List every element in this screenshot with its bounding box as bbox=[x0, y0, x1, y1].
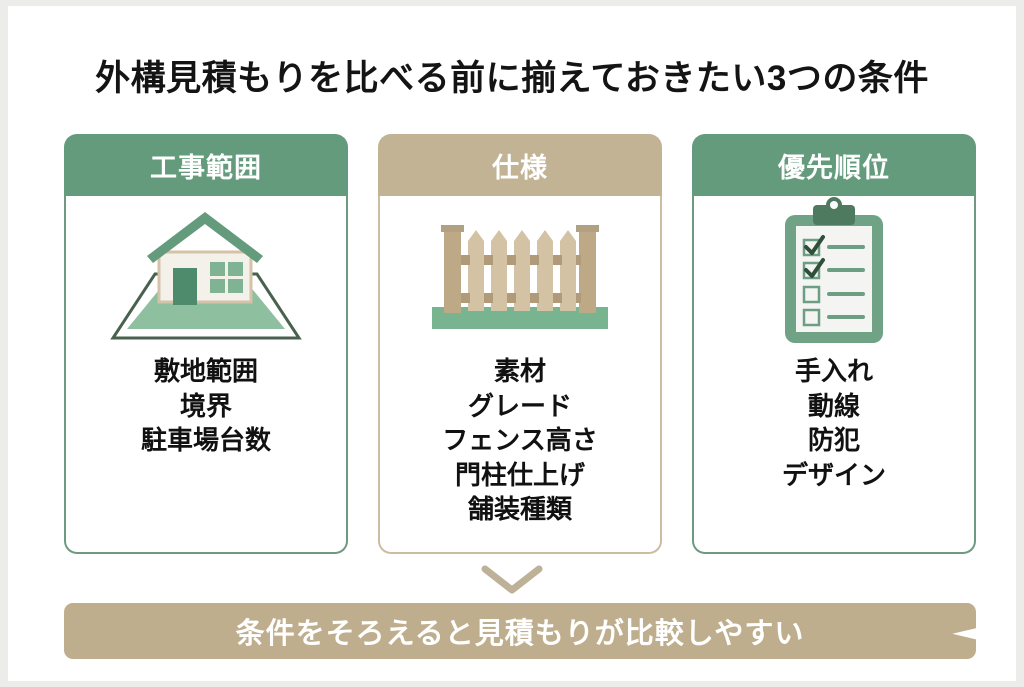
card-line: グレード bbox=[467, 390, 572, 421]
card-line: 駐車場台数 bbox=[140, 425, 271, 456]
summary-banner: 条件をそろえると見積もりが比較しやすい bbox=[64, 603, 976, 659]
card-body-priority: 手入れ 動線 防犯 デザイン bbox=[692, 196, 976, 554]
card-header-construction-scope: 工事範囲 bbox=[64, 134, 348, 196]
card-lines-priority: 手入れ 動線 防犯 デザイン bbox=[776, 354, 892, 492]
page-title: 外構見積もりを比べる前に揃えておきたい3つの条件 bbox=[95, 59, 929, 98]
card-body-specification: 素材 グレード フェンス高さ 門柱仕上げ 舗装種類 bbox=[378, 196, 662, 554]
card-line: 舗装種類 bbox=[467, 494, 572, 525]
card-line: 動線 bbox=[807, 390, 860, 421]
card-line: 門柱仕上げ bbox=[454, 459, 585, 490]
chevron-down-icon bbox=[481, 565, 543, 594]
condition-cards-row: 工事範囲 bbox=[64, 134, 976, 554]
card-body-construction-scope: 敷地範囲 境界 駐車場台数 bbox=[64, 196, 348, 554]
card-line: 敷地範囲 bbox=[153, 356, 258, 386]
card-line: 手入れ bbox=[794, 356, 873, 386]
card-line: 素材 bbox=[493, 356, 546, 386]
card-line: 防犯 bbox=[807, 425, 860, 456]
card-header-specification: 仕様 bbox=[378, 134, 662, 196]
card-header-priority: 優先順位 bbox=[692, 134, 976, 196]
picket-fence-icon bbox=[380, 196, 660, 354]
card-lines-specification: 素材 グレード フェンス高さ 門柱仕上げ 舗装種類 bbox=[436, 354, 603, 527]
card-line: 境界 bbox=[179, 390, 232, 421]
card-priority: 優先順位 bbox=[692, 134, 976, 554]
chevron-down-container bbox=[8, 562, 1016, 596]
card-construction-scope: 工事範囲 bbox=[64, 134, 348, 554]
house-on-lot-icon bbox=[66, 196, 346, 354]
card-line: デザイン bbox=[781, 459, 886, 490]
card-line: フェンス高さ bbox=[442, 425, 598, 456]
card-specification: 仕様 bbox=[378, 134, 662, 554]
summary-banner-text: 条件をそろえると見積もりが比較しやすい bbox=[235, 618, 805, 650]
clipboard-checklist-icon bbox=[694, 196, 974, 354]
infographic-canvas: 外構見積もりを比べる前に揃えておきたい3つの条件 工事範囲 bbox=[8, 6, 1016, 681]
card-lines-construction-scope: 敷地範囲 境界 駐車場台数 bbox=[135, 354, 277, 458]
